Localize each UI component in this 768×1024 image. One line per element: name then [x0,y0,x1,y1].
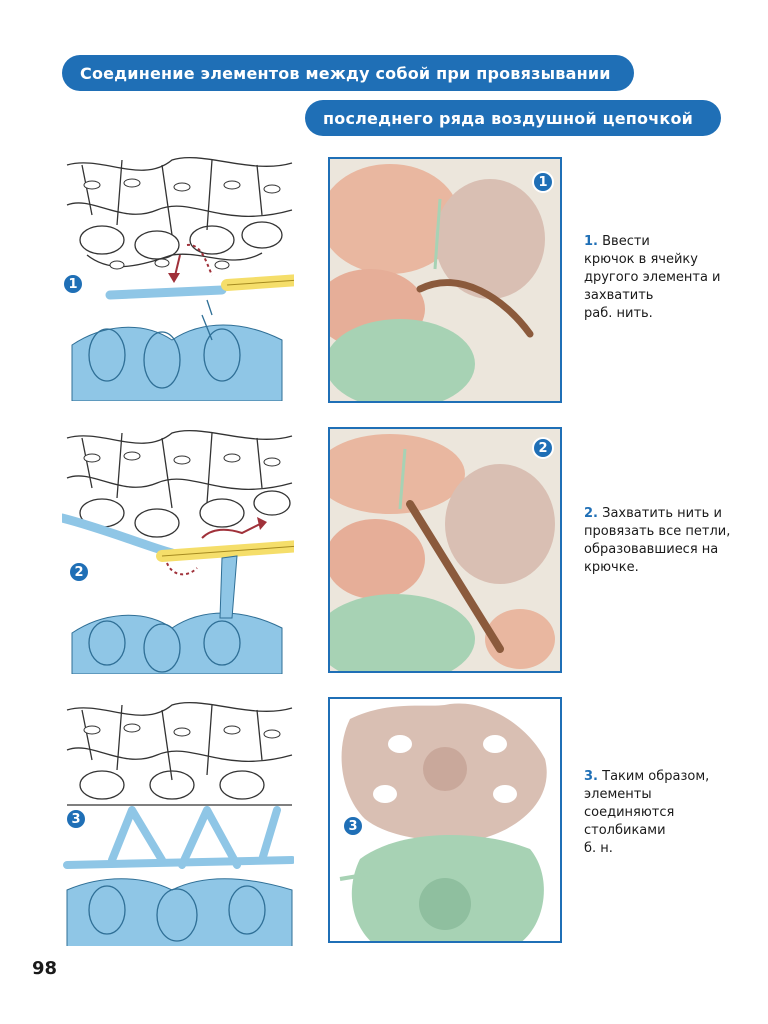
header-title-line1: Соединение элементов между собой при про… [80,63,611,83]
step3-diagram: 3 [62,700,294,946]
header-banner-line1: Соединение элементов между собой при про… [62,55,634,91]
step2-photo-illustration [330,429,560,671]
step3-photo: 3 [328,697,562,943]
step1-photo-illustration [330,159,560,401]
step2-diagram-badge: 2 [68,561,90,583]
page-number: 98 [32,958,58,979]
step2-diagram: 2 [62,428,294,674]
step1-photo-badge: 1 [532,171,554,193]
step2-caption-line: провязать все петли, [584,524,731,539]
header-banner-line2: последнего ряда воздушной цепочкой [305,100,721,136]
step2-caption-line: крючке. [584,560,639,575]
header-title-line2: последнего ряда воздушной цепочкой [323,108,694,128]
step1-photo: 1 [328,157,562,403]
step2-caption-line: образовавшиеся на [584,542,719,557]
step3-caption-number: 3. [584,769,598,784]
step3-caption-line: Таким образом, [602,769,710,784]
step2-caption-line: Захватить нить и [602,506,722,521]
step1-diagram-badge: 1 [62,273,84,295]
step2-photo-badge: 2 [532,437,554,459]
step3-diagram-badge: 3 [65,808,87,830]
step1-caption-line: Ввести [602,234,650,249]
step3-caption-line: столбиками [584,823,666,838]
step2-photo: 2 [328,427,562,673]
step1-caption: 1. Ввести крючок в ячейку другого элемен… [584,233,754,323]
step2-caption-number: 2. [584,506,598,521]
step1-diagram-illustration [66,156,294,401]
step1-caption-line: раб. нить. [584,306,653,321]
step2-caption: 2. Захватить нить и провязать все петли,… [584,505,754,577]
step1-caption-line: другого элемента и [584,270,721,285]
step1-caption-number: 1. [584,234,598,249]
step3-photo-badge: 3 [342,815,364,837]
step2-diagram-illustration [62,429,294,674]
step3-caption-line: соединяются [584,805,675,820]
step3-caption: 3. Таким образом, элементы соединяются с… [584,768,754,858]
step3-caption-line: б. н. [584,841,613,856]
step1-diagram: 1 [62,155,294,401]
step3-diagram-illustration [63,701,294,946]
step3-photo-illustration [330,699,560,941]
step1-caption-line: крючок в ячейку [584,252,698,267]
step3-caption-line: элементы [584,787,652,802]
step1-caption-line: захватить [584,288,654,303]
